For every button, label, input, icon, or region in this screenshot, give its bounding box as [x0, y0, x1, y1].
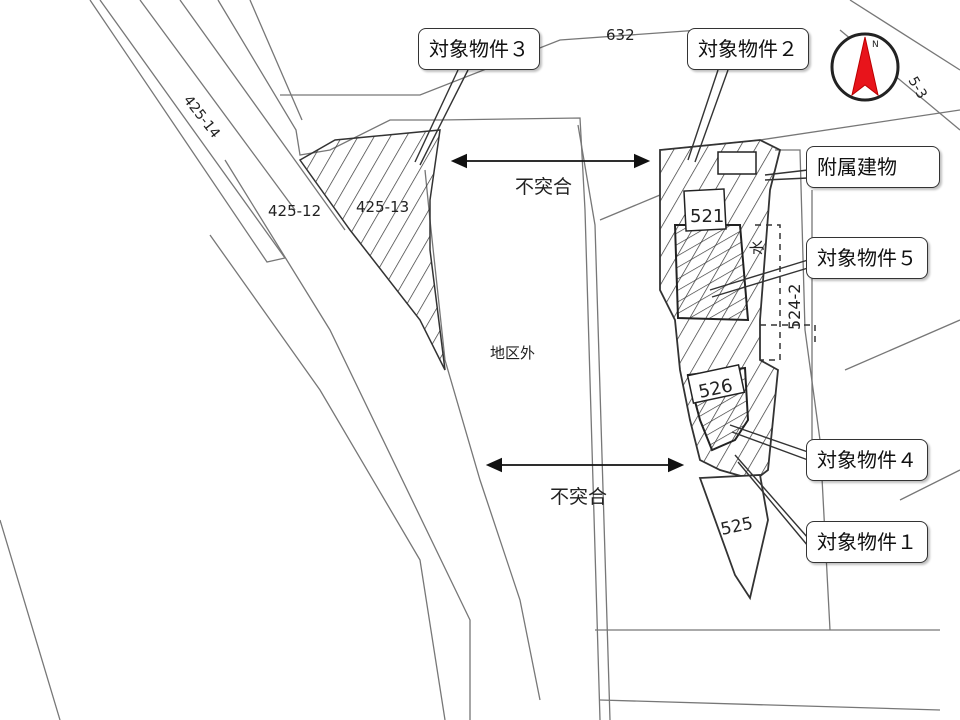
water-mark: 水 — [748, 240, 766, 255]
callout-property-3: 対象物件３ — [418, 28, 540, 70]
target-parcel-block — [659, 139, 816, 481]
mismatch-label-top: 不突合 — [515, 176, 572, 198]
lot-5-3: 5-3 — [905, 74, 930, 102]
lot-524-2: 524-2 — [785, 284, 804, 331]
callout-property-5: 対象物件５ — [806, 237, 928, 279]
callout-property-4: 対象物件４ — [806, 439, 928, 481]
lot-632: 632 — [606, 26, 635, 44]
callout-annex-building: 附属建物 — [806, 146, 940, 188]
mismatch-label-bottom: 不突合 — [550, 486, 607, 508]
lot-521: 521 — [690, 206, 724, 227]
north-label: N — [872, 40, 879, 50]
callout-property-2: 対象物件２ — [687, 28, 809, 70]
lot-425-13: 425-13 — [356, 198, 409, 216]
lot-425-14: 425-14 — [180, 93, 223, 142]
north-arrow-icon: N — [830, 32, 900, 102]
callout-leaders — [414, 69, 809, 547]
outside-district-label: 地区外 — [490, 344, 535, 362]
lot-425-12: 425-12 — [268, 202, 321, 220]
callout-property-1: 対象物件１ — [806, 521, 928, 563]
parcel-425-13 — [298, 129, 446, 371]
